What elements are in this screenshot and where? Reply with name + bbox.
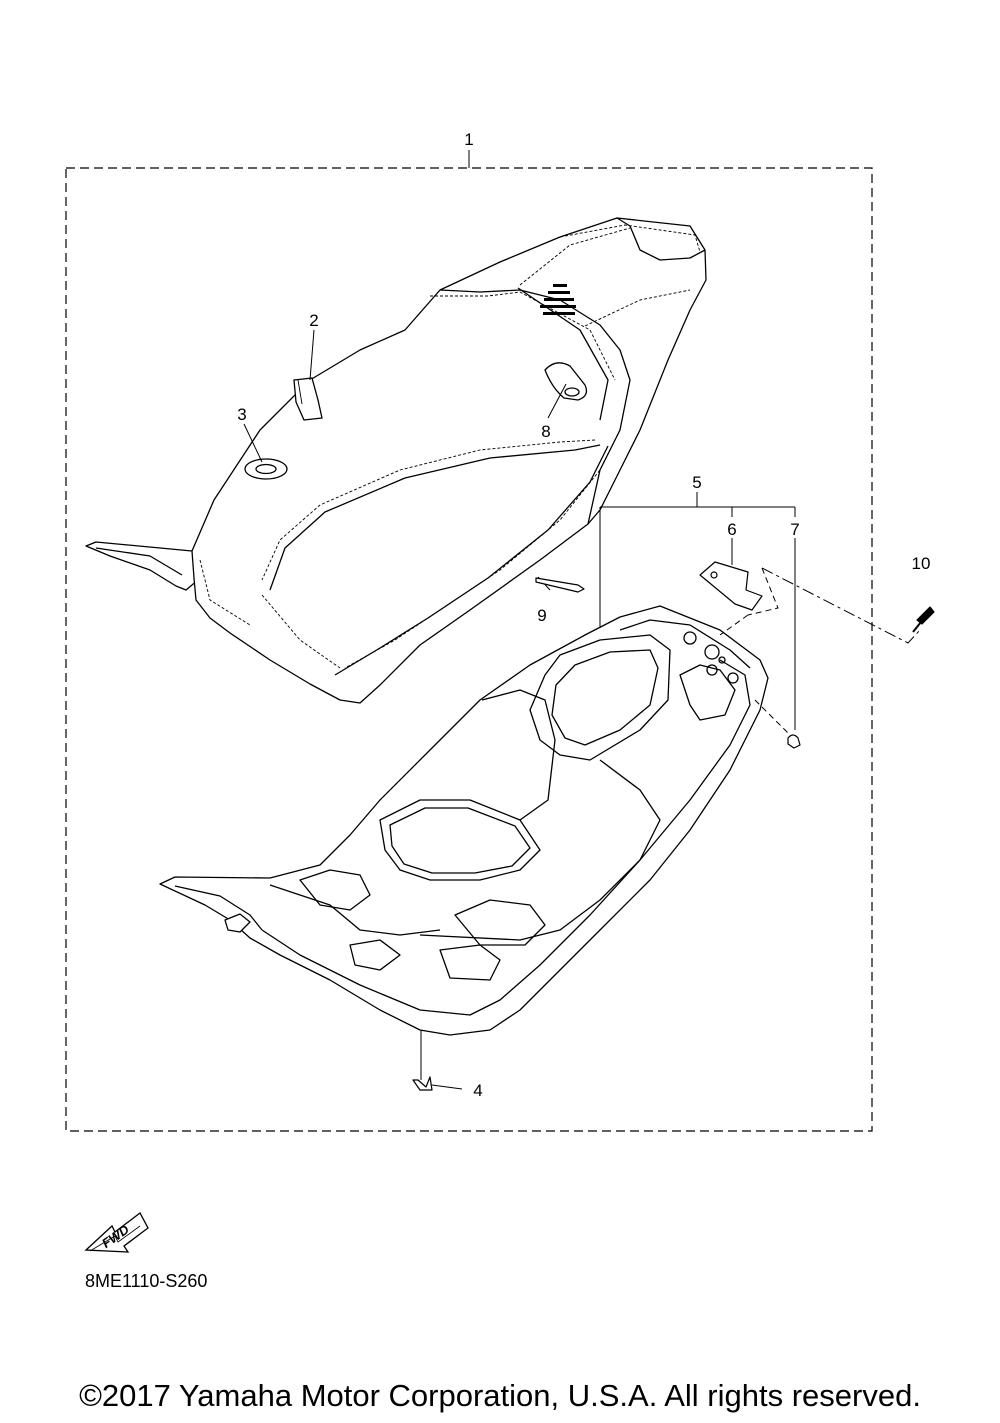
seat-illustration: [85, 217, 707, 704]
callout-1: 1: [464, 130, 473, 149]
seat-logo: [540, 284, 576, 315]
callout-7: 7: [790, 520, 799, 539]
callout-4: 4: [473, 1081, 482, 1100]
callout-3: 3: [237, 405, 246, 424]
small-parts: [412, 561, 935, 1091]
part-10-bolt: [912, 606, 935, 633]
callout-10: 10: [912, 554, 931, 573]
part-2-grab-strap: [293, 377, 323, 421]
part-6-bracket-plate: [699, 561, 763, 611]
seat-base-illustration: [159, 605, 769, 1036]
callout-5: 5: [692, 473, 701, 492]
part-8-strap: [544, 362, 588, 401]
callout-6: 6: [727, 520, 736, 539]
diagram-code: 8ME1110-S260: [85, 1271, 208, 1291]
callout-leaders: [243, 329, 921, 1090]
part-4-clip: [412, 1076, 433, 1091]
part-7-clip: [787, 734, 801, 749]
part-9-pin: [535, 577, 585, 593]
callout-9: 9: [537, 606, 546, 625]
fwd-arrow-icon: FWD: [84, 1212, 149, 1253]
copyright-notice: ©2017 Yamaha Motor Corporation, U.S.A. A…: [79, 1378, 921, 1413]
callout-2: 2: [309, 311, 318, 330]
assembly-frame: [65, 167, 873, 1132]
part-3-grommet: [244, 458, 288, 480]
callout-8: 8: [541, 422, 550, 441]
